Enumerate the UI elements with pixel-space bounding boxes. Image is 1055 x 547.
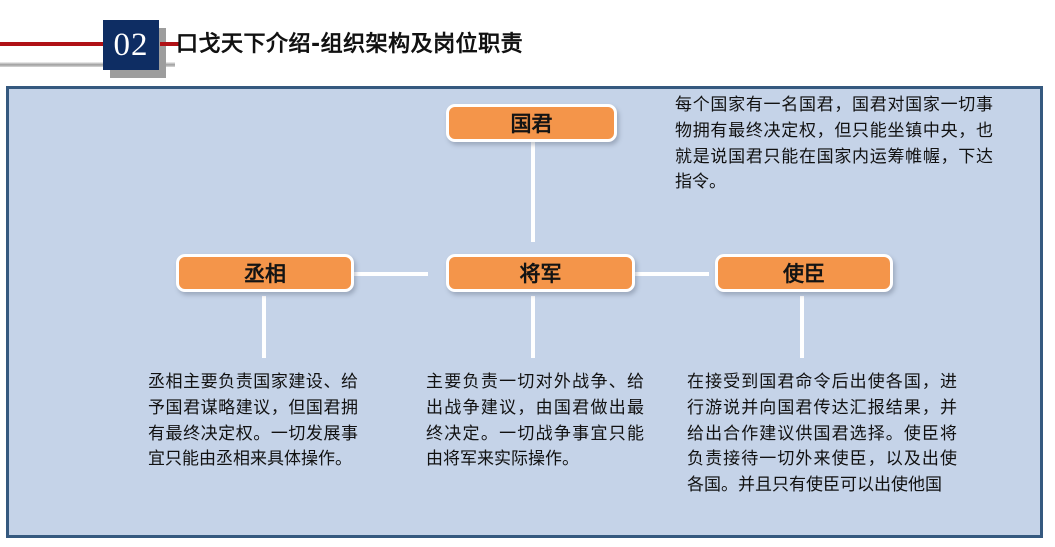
header-red-rule bbox=[0, 42, 168, 46]
section-number-badge: 02 bbox=[103, 20, 159, 70]
description-chancellor: 丞相主要负责国家建设、给予国君谋略建议，但国君拥有最终决定权。一切发展事宜只能由… bbox=[148, 372, 358, 470]
connector-general-to-envoy bbox=[635, 272, 709, 276]
description-envoy: 在接受到国君命令后出使各国，进行游说并向国君传达汇报结果，并给出合作建议供国君选… bbox=[687, 372, 957, 496]
content-panel: 国君 丞相 将军 使臣 每个国家有一名国君，国君对国家一切事物拥有最终决定权，但… bbox=[6, 86, 1043, 538]
page-title: 口戈天下介绍-组织架构及岗位职责 bbox=[176, 32, 524, 57]
header-red-stub bbox=[160, 42, 180, 46]
connector-chancellor-to-general bbox=[354, 272, 428, 276]
org-node-ruler[interactable]: 国君 bbox=[446, 104, 617, 142]
slide-header: 02 口戈天下介绍-组织架构及岗位职责 bbox=[0, 0, 1055, 86]
connector-chancellor-to-desc bbox=[262, 296, 266, 358]
connector-ruler-to-general bbox=[531, 141, 535, 242]
org-node-envoy[interactable]: 使臣 bbox=[715, 254, 893, 292]
description-ruler: 每个国家有一名国君，国君对国家一切事物拥有最终决定权，但只能坐镇中央，也就是说国… bbox=[675, 95, 993, 193]
org-node-chancellor[interactable]: 丞相 bbox=[176, 254, 354, 292]
connector-general-to-desc bbox=[531, 296, 535, 358]
header-gray-rule bbox=[0, 62, 175, 67]
org-node-general[interactable]: 将军 bbox=[446, 254, 635, 292]
description-general: 主要负责一切对外战争、给出战争建议，由国君做出最终决定。一切战争事宜只能由将军来… bbox=[426, 372, 644, 470]
connector-envoy-to-desc bbox=[800, 296, 804, 358]
